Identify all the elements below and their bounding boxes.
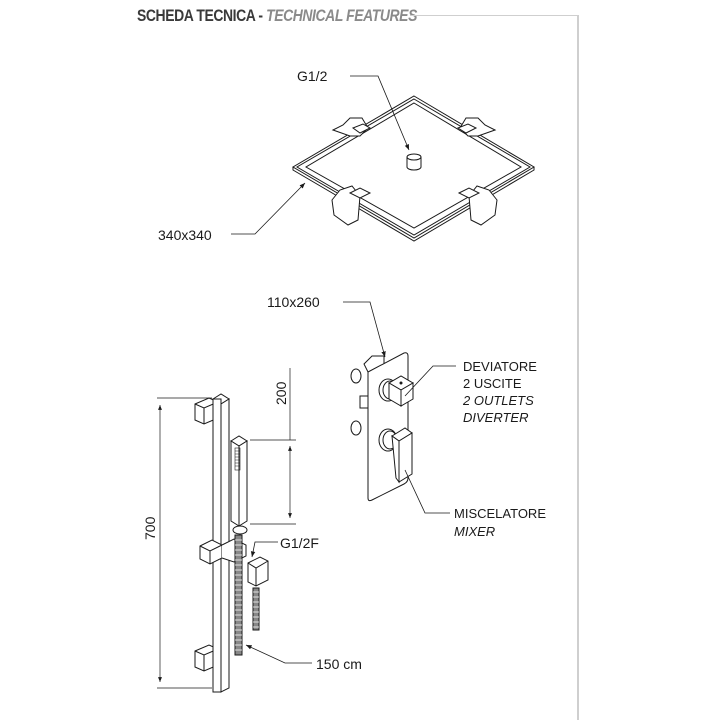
- header-subtitle: TECHNICAL FEATURES: [266, 6, 417, 25]
- header-separator: -: [254, 6, 267, 25]
- diverter-leader: [404, 365, 456, 397]
- mount-clip-icon: [331, 117, 372, 137]
- hose-leader: [245, 644, 312, 664]
- hand-shower-length-label: 200: [273, 381, 289, 405]
- frame-right-line: [577, 15, 579, 720]
- size-leader: [231, 182, 306, 235]
- page-header: SCHEDA TECNICA - TECHNICAL FEATURES: [137, 6, 417, 26]
- mixer-label-en: MIXER: [454, 524, 495, 539]
- g12-leader: [350, 75, 410, 151]
- mount-clip-icon: [456, 117, 497, 137]
- hand-shower-dimension: [250, 368, 296, 525]
- header-title: SCHEDA TECNICA: [137, 6, 255, 25]
- mixer-label-it: MISCELATORE: [454, 506, 546, 521]
- overhead-shower-drawing: [292, 95, 535, 242]
- diverter-label-en: DIVERTER: [463, 410, 529, 425]
- mixer-leader: [404, 469, 450, 514]
- outlet-leader: [250, 541, 278, 558]
- mount-clip-icon: [457, 185, 498, 226]
- slide-rail-drawing: [194, 393, 269, 693]
- outlet-connection-label: G1/2F: [280, 535, 319, 551]
- rail-height-label: 700: [142, 516, 158, 540]
- plate-size-leader: [343, 301, 386, 358]
- frame-top-line: [410, 15, 578, 16]
- plate-size-label: 110x260: [267, 294, 320, 310]
- diverter-outlets-it: 2 USCITE: [463, 376, 522, 391]
- mixer-plate-drawing: [350, 352, 414, 502]
- diverter-label-it: DEVIATORE: [463, 359, 537, 374]
- diverter-outlets-en: 2 OUTLETS: [462, 393, 534, 408]
- connection-label: G1/2: [297, 68, 328, 84]
- hose-length-label: 150 cm: [316, 656, 362, 672]
- mount-clip-icon: [331, 185, 372, 226]
- rail-height-dimension: [157, 397, 212, 689]
- water-inlet-icon: [406, 153, 422, 171]
- overhead-size-label: 340x340: [158, 227, 212, 243]
